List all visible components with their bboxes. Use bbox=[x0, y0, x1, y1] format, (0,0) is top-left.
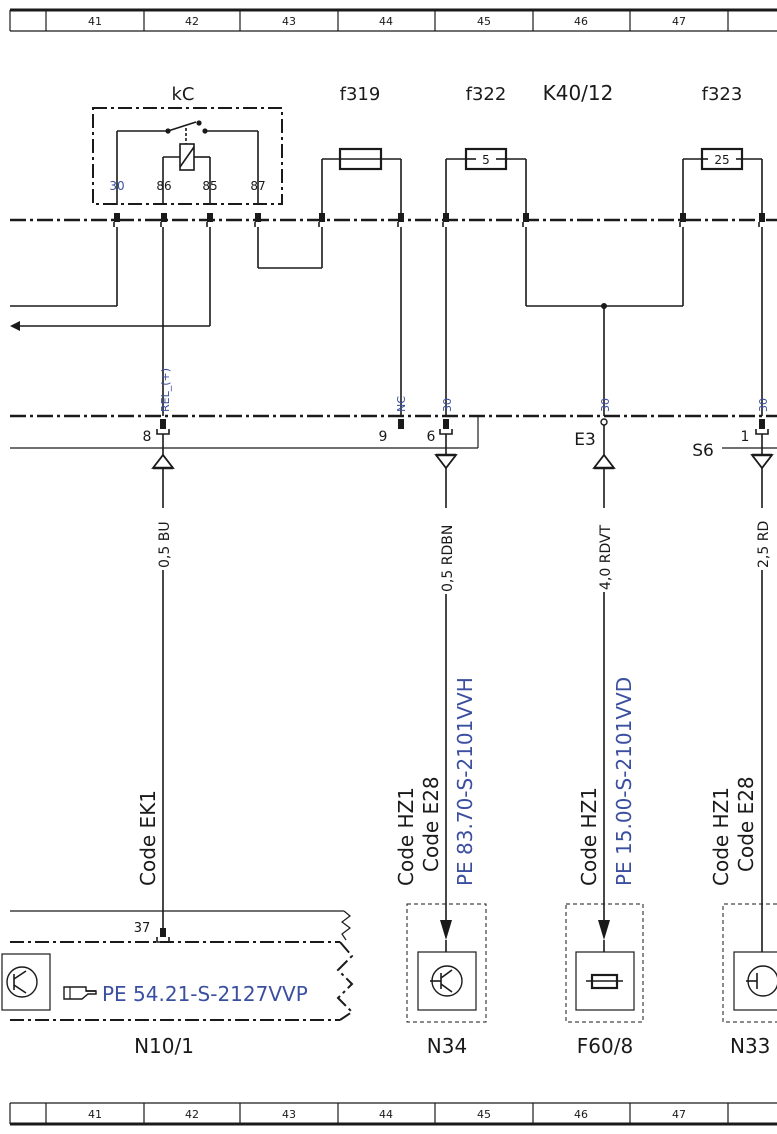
relay-pin-86: 86 bbox=[156, 179, 171, 193]
relay-pin-87: 87 bbox=[250, 179, 265, 193]
internal-wiring bbox=[10, 227, 763, 416]
connector-pin-37: 37 bbox=[134, 921, 151, 936]
code-hz1-n34: Code HZ1 bbox=[394, 787, 418, 886]
ruler-bottom-col-44: 44 bbox=[379, 1108, 393, 1121]
fuse-f322-label: f322 bbox=[466, 84, 507, 105]
component-n10-1: N10/1 bbox=[134, 1034, 194, 1058]
reference-pe-83-70[interactable]: PE 83.70-S-2101VVH bbox=[453, 677, 477, 886]
fuse-f323-label: f323 bbox=[702, 84, 743, 105]
ruler-col-43: 43 bbox=[282, 15, 296, 28]
ruler-bottom-col-43: 43 bbox=[282, 1108, 296, 1121]
fuse-f323: 25 bbox=[682, 147, 763, 220]
connector-pin-8: 8 bbox=[143, 429, 152, 445]
relay-pin-85: 85 bbox=[202, 179, 217, 193]
ruler-bottom-col-46: 46 bbox=[574, 1108, 588, 1121]
ruler-col-47: 47 bbox=[672, 15, 686, 28]
bus-label-30-b: 30 bbox=[599, 398, 612, 412]
module-n33 bbox=[722, 903, 777, 1023]
reference-pe-15-00[interactable]: PE 15.00-S-2101VVD bbox=[612, 677, 636, 886]
ruler-col-44: 44 bbox=[379, 15, 393, 28]
fuse-f322: 5 bbox=[445, 147, 527, 220]
top-ruler: 41 42 43 44 45 46 47 bbox=[9, 8, 777, 32]
bottom-ruler: 41 42 43 44 45 46 47 bbox=[9, 1102, 777, 1126]
ruler-bottom-col-42: 42 bbox=[185, 1108, 199, 1121]
ruler-col-45: 45 bbox=[477, 15, 491, 28]
ruler-col-46: 46 bbox=[574, 15, 588, 28]
ground-e3-label: E3 bbox=[574, 430, 596, 450]
module-f60-8 bbox=[565, 903, 644, 1023]
component-n34: N34 bbox=[427, 1034, 467, 1058]
code-e28-n34: Code E28 bbox=[419, 776, 443, 872]
wire-label-2-5-rd: 2,5 RD bbox=[756, 521, 772, 568]
wire-label-4-0-rdvt: 4,0 RDVT bbox=[598, 524, 614, 590]
fuse-f323-value: 25 bbox=[714, 153, 729, 167]
component-f60-8: F60/8 bbox=[577, 1034, 633, 1058]
component-n33: N33 bbox=[730, 1034, 770, 1058]
ground-s6-label: S6 bbox=[692, 441, 714, 461]
ruler-col-41: 41 bbox=[88, 15, 102, 28]
block-k40-label: K40/12 bbox=[543, 81, 614, 105]
module-n34 bbox=[406, 903, 487, 1023]
module-n10-1: 37 bbox=[1, 910, 354, 1021]
fuse-f322-value: 5 bbox=[482, 153, 490, 167]
ruler-bottom-col-41: 41 bbox=[88, 1108, 102, 1121]
code-hz1-f60: Code HZ1 bbox=[577, 787, 601, 886]
bus-label-30-a: 30 bbox=[441, 398, 454, 412]
relay-label: kC bbox=[172, 84, 195, 105]
bus-label-nc: NC bbox=[395, 396, 408, 412]
fuse-f319 bbox=[321, 147, 402, 220]
ruler-bottom-col-47: 47 bbox=[672, 1108, 686, 1121]
connector-pin-9: 9 bbox=[379, 429, 388, 445]
connector-pin-1: 1 bbox=[741, 429, 750, 445]
ruler-bottom-col-45: 45 bbox=[477, 1108, 491, 1121]
upper-bus-terminals bbox=[113, 213, 765, 227]
lower-bus-terminals bbox=[10, 416, 777, 449]
relay-kc: 30 86 85 87 bbox=[92, 107, 283, 205]
wire-label-0-5-rdbn: 0,5 RDBN bbox=[440, 525, 456, 592]
wire-label-0-5-bu: 0,5 BU bbox=[157, 521, 173, 568]
code-e28-n33: Code E28 bbox=[734, 776, 758, 872]
code-hz1-n33: Code HZ1 bbox=[709, 787, 733, 886]
relay-pin-30: 30 bbox=[109, 179, 124, 193]
bus-label-rel-plus: REL_(+) bbox=[159, 368, 172, 412]
code-ek1: Code EK1 bbox=[136, 790, 160, 886]
connector-pin-6: 6 bbox=[427, 429, 436, 445]
reference-pe-54-21[interactable]: PE 54.21-S-2127VVP bbox=[102, 982, 308, 1006]
ruler-col-42: 42 bbox=[185, 15, 199, 28]
bus-label-30-c: 30 bbox=[757, 398, 770, 412]
fuse-f319-label: f319 bbox=[340, 84, 381, 105]
hand-pointer-icon bbox=[63, 986, 97, 1000]
